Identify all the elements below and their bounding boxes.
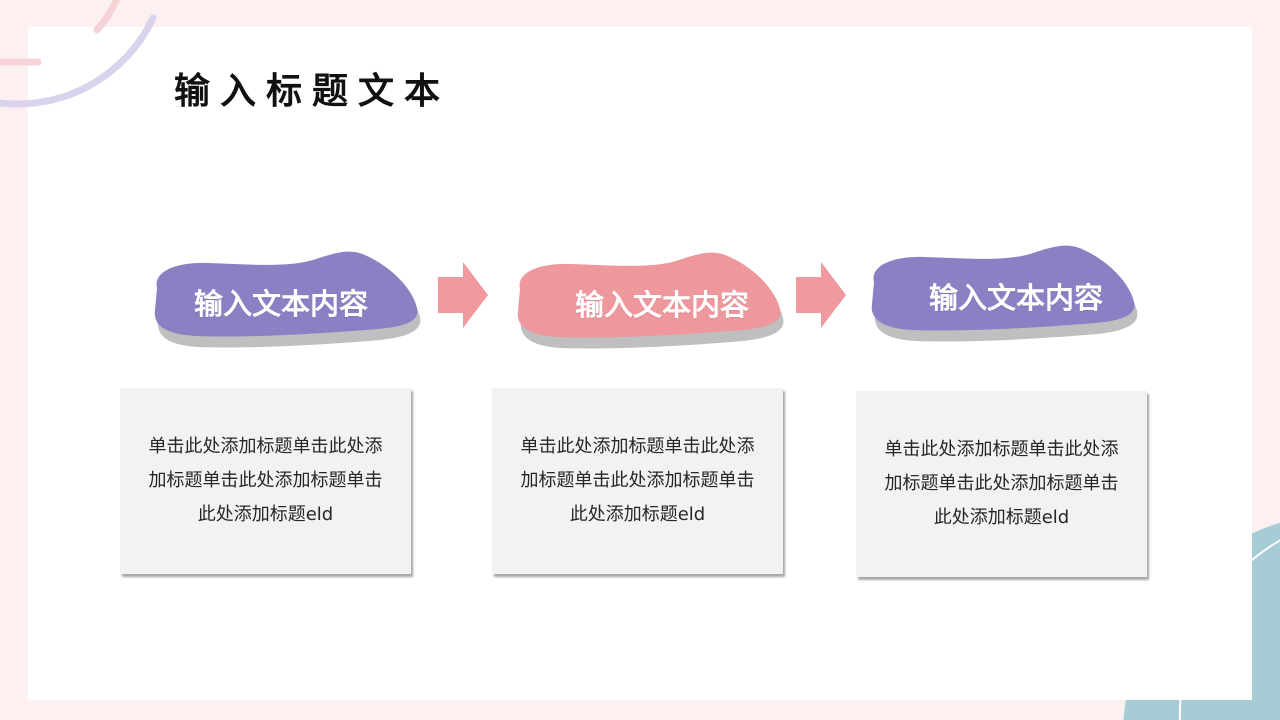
blob-shape-icon <box>871 245 1138 342</box>
step-3-description-box[interactable]: 单击此处添加标题单击此处添加标题单击此处添加标题单击此处添加标题eld <box>856 391 1147 577</box>
blob-shape-icon <box>154 251 421 348</box>
step-2-description: 单击此处添加标题单击此处添加标题单击此处添加标题单击此处添加标题eld <box>520 436 755 525</box>
slide-card <box>28 27 1252 700</box>
step-3-shape[interactable]: 输入文本内容 <box>862 242 1142 342</box>
step-2-label: 输入文本内容 <box>574 288 749 322</box>
step-3-description: 单击此处添加标题单击此处添加标题单击此处添加标题单击此处添加标题eld <box>884 439 1119 528</box>
step-2-shape[interactable]: 输入文本内容 <box>508 249 788 349</box>
arrow-right-icon <box>438 262 488 328</box>
step-1-description-box[interactable]: 单击此处添加标题单击此处添加标题单击此处添加标题单击此处添加标题eld <box>120 388 411 574</box>
step-2-description-box[interactable]: 单击此处添加标题单击此处添加标题单击此处添加标题单击此处添加标题eld <box>492 388 783 574</box>
arrow-right-icon <box>796 262 846 328</box>
step-3-label: 输入文本内容 <box>928 281 1103 315</box>
step-1-description: 单击此处添加标题单击此处添加标题单击此处添加标题单击此处添加标题eld <box>148 436 383 525</box>
step-1-shape[interactable]: 输入文本内容 <box>145 248 425 348</box>
page-title: 输入标题文本 <box>174 71 451 112</box>
blob-shape-icon <box>517 252 784 349</box>
step-1-label: 输入文本内容 <box>193 287 368 321</box>
